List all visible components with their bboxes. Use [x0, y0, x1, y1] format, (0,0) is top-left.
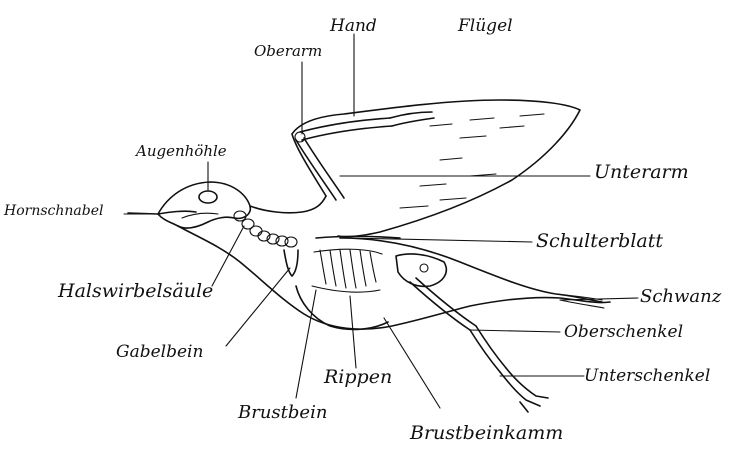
eye-socket	[199, 191, 217, 203]
skull-outline	[158, 182, 250, 228]
forearm-bones	[300, 118, 392, 140]
label-brustbein: Brustbein	[238, 404, 327, 422]
label-brustbeinkamm: Brustbeinkamm	[410, 424, 563, 443]
label-gabelbein: Gabelbein	[116, 344, 203, 361]
neck-vertebrae	[234, 211, 297, 247]
hand-bones	[390, 112, 434, 126]
label-unterschenkel: Unterschenkel	[584, 368, 710, 385]
label-hornschnabel: Hornschnabel	[4, 204, 103, 218]
wing-outline	[292, 100, 580, 237]
label-oberschenkel: Oberschenkel	[564, 324, 683, 341]
skull-inner	[182, 213, 218, 218]
label-schwanz: Schwanz	[640, 288, 721, 306]
label-rippen: Rippen	[324, 368, 392, 387]
back-outline	[250, 196, 326, 213]
wing-feathers	[400, 114, 544, 208]
label-augenhoehle: Augenhöhle	[136, 144, 227, 159]
wing-joint	[295, 132, 305, 142]
label-schulterblatt: Schulterblatt	[536, 232, 663, 251]
label-unterarm: Unterarm	[594, 163, 689, 182]
label-hand: Hand	[330, 18, 377, 35]
label-halswirbelsaeule: Halswirbelsäule	[58, 282, 213, 301]
hip-joint	[420, 264, 428, 272]
foot-bones	[500, 368, 548, 412]
label-fluegel: Flügel	[458, 18, 513, 35]
ribs	[312, 249, 382, 292]
shin-bone	[470, 326, 506, 372]
label-oberarm: Oberarm	[254, 44, 322, 59]
upper-arm-bone	[296, 138, 344, 200]
